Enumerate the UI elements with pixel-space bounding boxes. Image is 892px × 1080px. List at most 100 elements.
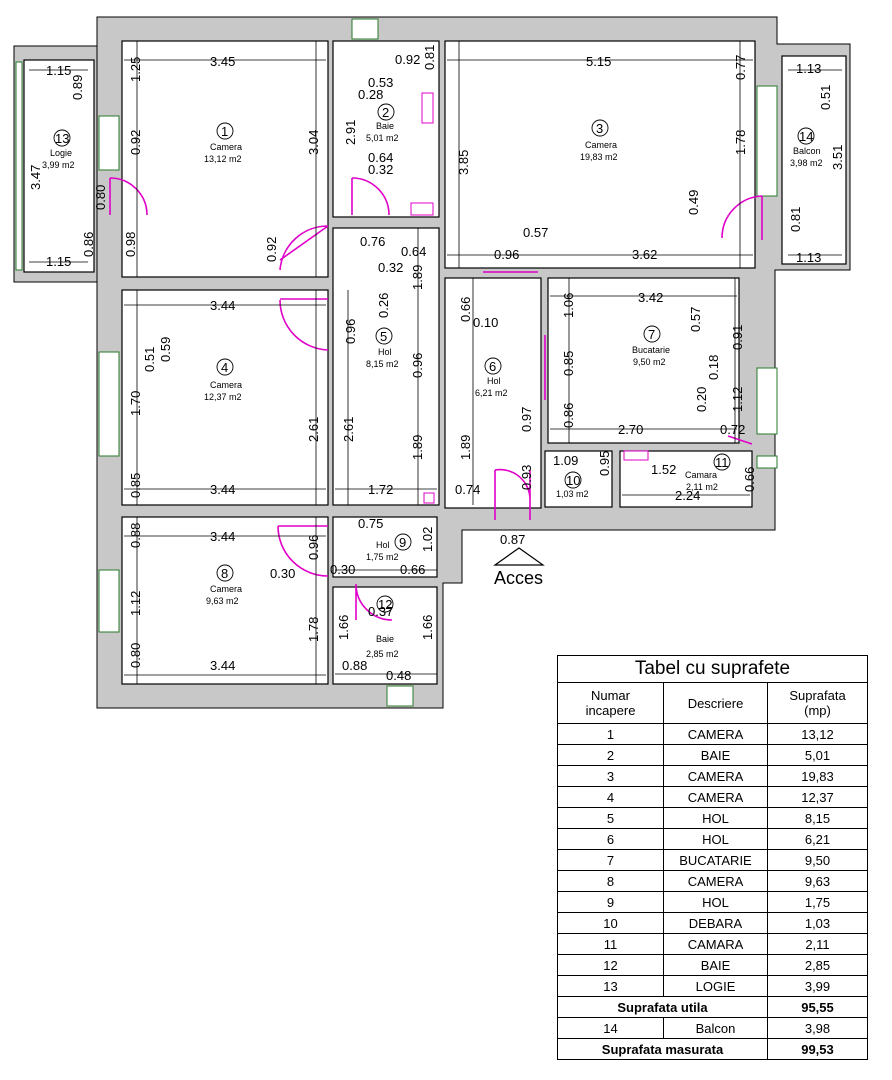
window xyxy=(98,115,120,171)
room-number: 6 xyxy=(489,359,496,374)
dim-label: 1.72 xyxy=(368,482,393,497)
room-number: 7 xyxy=(648,327,655,342)
windows xyxy=(15,18,778,707)
dim-label: 0.88 xyxy=(342,658,367,673)
dim-label: 0.64 xyxy=(401,244,426,259)
dim-label: 0.64 xyxy=(368,150,393,165)
dim-label: 0.30 xyxy=(270,566,295,581)
dim-label: 0.51 xyxy=(818,85,833,110)
dim-label: 3.47 xyxy=(28,165,43,190)
fixture xyxy=(421,92,434,124)
total-value: 99,53 xyxy=(767,1038,868,1060)
dim-label: 3.62 xyxy=(632,247,657,262)
door-swing xyxy=(727,435,753,445)
table-cell: 1,03 xyxy=(767,912,868,934)
table-cell: CAMERA xyxy=(663,765,768,787)
window xyxy=(756,85,778,197)
room-5-floor xyxy=(332,227,440,506)
window xyxy=(386,685,414,707)
table-cell: 12 xyxy=(557,954,664,976)
table-cell: 2,11 xyxy=(767,933,868,955)
dim-label: 0.66 xyxy=(400,562,425,577)
header-room-number: Numar incapere xyxy=(557,682,664,724)
table-cell: 9,63 xyxy=(767,870,868,892)
table-cell: 5,01 xyxy=(767,744,868,766)
dim-label: 3.44 xyxy=(210,529,235,544)
room-name: Hol xyxy=(376,540,390,550)
dim-label: 0.10 xyxy=(473,315,498,330)
dim-label: 0.32 xyxy=(368,162,393,177)
dim-label: 0.74 xyxy=(455,482,480,497)
dim-label: 0.66 xyxy=(742,467,757,492)
dim-label: 0.37 xyxy=(368,604,393,619)
dim-label: 3.85 xyxy=(456,150,471,175)
dim-label: 1.78 xyxy=(306,617,321,642)
table-title: Tabel cu suprafete xyxy=(557,655,868,683)
table-cell: 6,21 xyxy=(767,828,868,850)
room-number: 4 xyxy=(221,360,228,375)
door-swing xyxy=(279,298,329,351)
dim-label: 0.87 xyxy=(500,532,525,547)
table-cell: 11 xyxy=(557,933,664,955)
room-area: 13,12 m2 xyxy=(204,154,242,164)
dim-label: 0.89 xyxy=(70,75,85,100)
room-name: Camera xyxy=(210,584,242,594)
dim-label: 0.86 xyxy=(81,232,96,257)
room-area: 3,99 m2 xyxy=(42,160,75,170)
door-swing xyxy=(279,225,329,271)
dim-label: 0.20 xyxy=(694,387,709,412)
table-cell: 3 xyxy=(557,765,664,787)
dim-label: 3.45 xyxy=(210,54,235,69)
dim-label: 0.28 xyxy=(358,87,383,102)
room-area: 1,03 m2 xyxy=(556,489,589,499)
dim-label: 3.44 xyxy=(210,658,235,673)
room-area: 5,01 m2 xyxy=(366,133,399,143)
dim-label: 0.88 xyxy=(128,523,143,548)
table-cell: HOL xyxy=(663,828,768,850)
room-9-floor xyxy=(332,516,438,578)
fixture xyxy=(623,450,649,461)
room-3-floor xyxy=(444,40,756,269)
dim-label: 1.89 xyxy=(458,435,473,460)
dim-label: 0.30 xyxy=(330,562,355,577)
table-cell: 13,12 xyxy=(767,723,868,745)
dim-label: 0.91 xyxy=(730,325,745,350)
room-number: 12 xyxy=(378,597,392,612)
table-cell: 9,50 xyxy=(767,849,868,871)
dim-label: 0.95 xyxy=(597,451,612,476)
area-table: Tabel cu suprafete Numar incapere Descri… xyxy=(557,655,868,1060)
table-cell: 10 xyxy=(557,912,664,934)
table-cell: HOL xyxy=(663,891,768,913)
dim-label: 0.80 xyxy=(128,643,143,668)
dim-label: 0.49 xyxy=(686,190,701,215)
dim-label: 0.26 xyxy=(376,293,391,318)
dim-label: 2.61 xyxy=(341,417,356,442)
dim-label: 0.92 xyxy=(395,52,420,67)
window xyxy=(98,351,120,457)
dim-label: 1.89 xyxy=(410,265,425,290)
window xyxy=(15,61,23,271)
dim-label: 1.13 xyxy=(796,61,821,76)
table-cell: 1 xyxy=(557,723,664,745)
dim-label: 2.24 xyxy=(675,488,700,503)
room-8-floor xyxy=(121,516,329,685)
dim-label: 0.85 xyxy=(561,351,576,376)
room-name: Balcon xyxy=(793,146,821,156)
dim-label: 0.57 xyxy=(523,225,548,240)
dim-label: 1.12 xyxy=(730,387,745,412)
dim-label: 1.52 xyxy=(651,462,676,477)
dim-label: 0.72 xyxy=(720,422,745,437)
dim-label: 0.92 xyxy=(128,130,143,155)
dim-label: 0.32 xyxy=(378,260,403,275)
dim-label: 3.04 xyxy=(306,130,321,155)
table-cell: Balcon xyxy=(663,1017,768,1039)
table-cell: 6 xyxy=(557,828,664,850)
dim-label: 1.25 xyxy=(128,57,143,82)
dim-label: 3.51 xyxy=(830,145,845,170)
